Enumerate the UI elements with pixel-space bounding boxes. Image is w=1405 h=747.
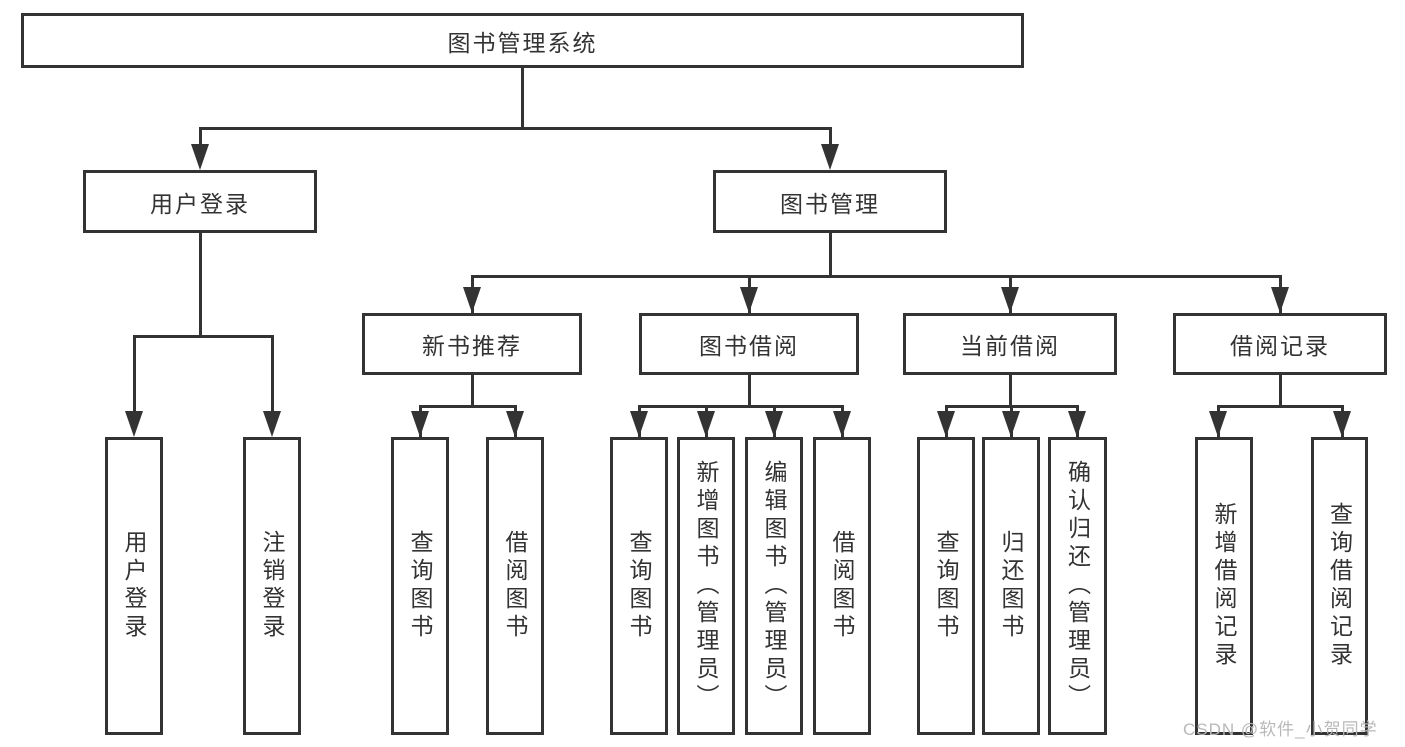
leaf-query-books-borrow: 查询图书	[610, 437, 668, 735]
leaf-add-borrow-record-label: 新增借阅记录	[1211, 502, 1237, 670]
arrow-down-icon	[821, 144, 839, 170]
leaf-borrow-books-2-label: 借阅图书	[829, 530, 855, 642]
node-root: 图书管理系统	[21, 13, 1024, 68]
node-user-login: 用户登录	[83, 170, 317, 233]
node-book-management-label: 图书管理	[780, 190, 880, 217]
connector-borrow-record-branch	[1217, 405, 1344, 408]
arrow-down-icon	[833, 411, 851, 437]
csdn-watermark: CSDN @软件_小贺同学	[1183, 720, 1378, 739]
arrow-down-icon	[125, 411, 143, 437]
arrow-down-icon	[630, 411, 648, 437]
arrow-down-icon	[937, 411, 955, 437]
node-user-login-label: 用户登录	[150, 190, 250, 217]
leaf-return-book-label: 归还图书	[998, 530, 1024, 642]
leaf-add-borrow-record: 新增借阅记录	[1195, 437, 1253, 735]
arrow-down-icon	[506, 411, 524, 437]
arrow-down-icon	[1002, 411, 1020, 437]
connector-book-management-stem	[829, 233, 832, 277]
leaf-query-borrow-record-label: 查询借阅记录	[1326, 502, 1353, 670]
arrow-down-icon	[1209, 411, 1227, 437]
leaf-confirm-return-admin: 确认归还（管理员）	[1048, 437, 1107, 735]
arrow-down-icon	[463, 287, 481, 313]
leaf-edit-book-admin-label: 编辑图书（管理员）	[761, 460, 787, 712]
connector-new-book-stem	[471, 375, 474, 408]
leaf-query-books-current-label: 查询图书	[933, 530, 959, 642]
connector-drop-leaf-user-login	[133, 335, 136, 415]
node-borrow-record-label: 借阅记录	[1230, 333, 1330, 359]
leaf-logout: 注销登录	[243, 437, 301, 735]
connector-borrow-record-stem	[1279, 375, 1282, 408]
arrow-down-icon	[191, 144, 209, 170]
arrow-down-icon	[697, 411, 715, 437]
connector-current-borrow-stem	[1009, 375, 1012, 408]
leaf-query-books-recommend-label: 查询图书	[407, 530, 433, 642]
leaf-user-login: 用户登录	[105, 437, 163, 735]
leaf-logout-label: 注销登录	[259, 530, 285, 642]
node-current-borrow: 当前借阅	[903, 313, 1117, 375]
leaf-query-books-current: 查询图书	[917, 437, 975, 735]
connector-user-login-branch	[133, 335, 274, 338]
node-borrow-record: 借阅记录	[1173, 313, 1387, 375]
leaf-borrow-books-recommend-label: 借阅图书	[502, 530, 528, 642]
arrow-down-icon	[740, 287, 758, 313]
node-book-borrow: 图书借阅	[639, 313, 859, 375]
arrow-down-icon	[1068, 411, 1086, 437]
leaf-return-book: 归还图书	[982, 437, 1040, 735]
leaf-add-book-admin-label: 新增图书（管理员）	[693, 460, 719, 712]
arrow-down-icon	[1333, 411, 1351, 437]
arrow-down-icon	[765, 411, 783, 437]
node-new-book-recommend: 新书推荐	[362, 313, 582, 375]
arrow-down-icon	[411, 411, 429, 437]
leaf-confirm-return-admin-label: 确认归还（管理员）	[1064, 460, 1091, 712]
arrow-down-icon	[1271, 287, 1289, 313]
node-current-borrow-label: 当前借阅	[960, 333, 1060, 359]
arrow-down-icon	[263, 411, 281, 437]
leaf-borrow-books-recommend: 借阅图书	[486, 437, 544, 735]
connector-book-borrow-branch	[638, 405, 844, 408]
connector-root-stem	[521, 68, 524, 127]
leaf-add-book-admin: 新增图书（管理员）	[677, 437, 735, 735]
connector-new-book-branch	[419, 405, 517, 408]
connector-book-borrow-stem	[748, 375, 751, 408]
connector-user-login-stem	[199, 233, 202, 335]
leaf-query-books-borrow-label: 查询图书	[626, 530, 652, 642]
node-new-book-recommend-label: 新书推荐	[422, 333, 522, 359]
leaf-user-login-label: 用户登录	[121, 530, 147, 642]
leaf-edit-book-admin: 编辑图书（管理员）	[745, 437, 803, 735]
connector-drop-book-management	[829, 127, 832, 151]
node-book-management: 图书管理	[713, 170, 947, 233]
connector-book-management-branch	[471, 275, 1281, 278]
connector-drop-leaf-logout	[271, 335, 274, 415]
leaf-borrow-books-2: 借阅图书	[813, 437, 871, 735]
connector-root-branch	[199, 127, 832, 130]
arrow-down-icon	[1001, 287, 1019, 313]
node-book-borrow-label: 图书借阅	[699, 333, 799, 359]
leaf-query-borrow-record: 查询借阅记录	[1311, 437, 1368, 735]
leaf-query-books-recommend: 查询图书	[391, 437, 449, 735]
connector-drop-user-login	[199, 127, 202, 151]
node-root-label: 图书管理系统	[447, 29, 598, 56]
